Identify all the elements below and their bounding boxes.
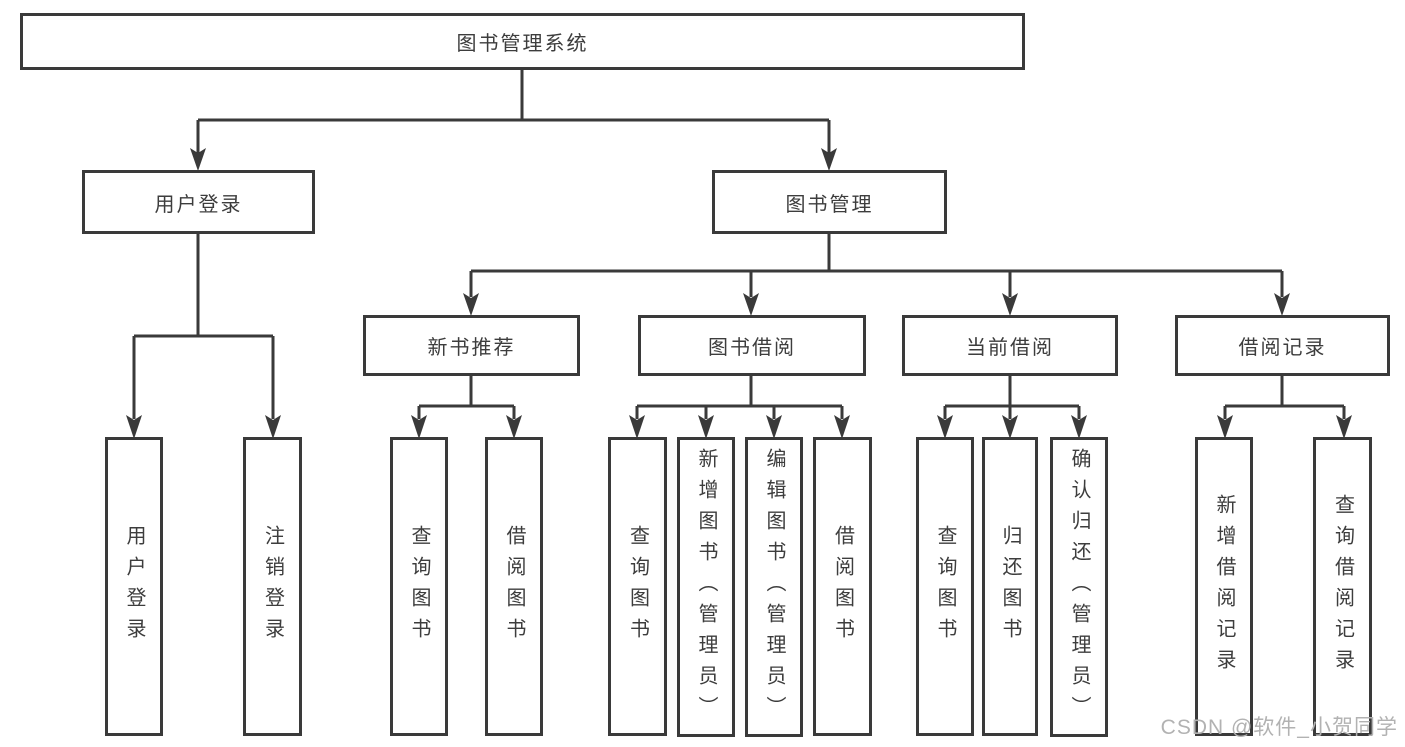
leaf-current-return-books-label: 归还图书 [999,524,1021,649]
leaf-borrow-edit-books-admin: 编辑图书（管理员） [745,437,803,737]
leaf-records-query-record-label: 查询借阅记录 [1331,493,1354,680]
leaf-logout-label: 注销登录 [261,524,284,649]
node-user-login: 用户登录 [82,170,315,234]
leaf-borrow-add-books-admin-label: 新增图书（管理员） [695,447,717,727]
connector-records-to-leaves [1217,376,1352,439]
connector-root-to-level2 [190,69,837,171]
node-borrow-records-label: 借阅记录 [1238,337,1327,359]
leaf-current-query-books-label: 查询图书 [934,524,956,649]
leaf-newbook-query-books-label: 查询图书 [408,524,430,649]
root-node-label: 图书管理系统 [456,33,589,55]
leaf-logout: 注销登录 [243,437,302,736]
node-new-book-recommend: 新书推荐 [363,315,580,376]
leaf-newbook-query-books: 查询图书 [390,437,448,736]
connector-bookmgmt-to-level3 [463,233,1290,316]
leaf-borrow-edit-books-admin-label: 编辑图书（管理员） [763,447,785,727]
node-book-borrow-label: 图书借阅 [708,337,796,359]
csdn-watermark: CSDN @软件_小贺同学 [1160,716,1398,739]
root-node-library-system: 图书管理系统 [20,13,1025,70]
connector-userlogin-to-leaves [126,233,281,439]
leaf-newbook-borrow-books-label: 借阅图书 [503,524,525,649]
node-user-login-label: 用户登录 [154,193,243,216]
leaf-borrow-add-books-admin: 新增图书（管理员） [677,437,735,737]
node-book-borrow: 图书借阅 [638,315,866,376]
leaf-borrow-query-books-label: 查询图书 [626,524,649,649]
leaf-user-login-label: 用户登录 [123,524,145,649]
leaf-current-return-books: 归还图书 [982,437,1038,736]
leaf-borrow-query-books: 查询图书 [608,437,667,736]
node-new-book-recommend-label: 新书推荐 [427,337,516,359]
node-current-borrow: 当前借阅 [902,315,1118,376]
leaf-records-query-record: 查询借阅记录 [1313,437,1372,736]
leaf-borrow-borrow-books: 借阅图书 [813,437,872,736]
leaf-records-add-record-label: 新增借阅记录 [1213,493,1235,680]
node-book-management-label: 图书管理 [785,193,874,216]
leaf-borrow-borrow-books-label: 借阅图书 [831,524,854,649]
leaf-current-query-books: 查询图书 [916,437,974,736]
leaf-user-login: 用户登录 [105,437,163,736]
leaf-records-add-record: 新增借阅记录 [1195,437,1253,736]
leaf-current-confirm-return-admin-label: 确认归还（管理员） [1068,447,1090,727]
node-current-borrow-label: 当前借阅 [966,337,1054,359]
connector-borrow-to-leaves [629,376,850,439]
connector-newbook-to-leaves [411,376,522,439]
leaf-newbook-borrow-books: 借阅图书 [485,437,543,736]
node-book-management: 图书管理 [712,170,947,234]
leaf-current-confirm-return-admin: 确认归还（管理员） [1050,437,1108,737]
connector-current-to-leaves [937,376,1087,439]
node-borrow-records: 借阅记录 [1175,315,1390,376]
